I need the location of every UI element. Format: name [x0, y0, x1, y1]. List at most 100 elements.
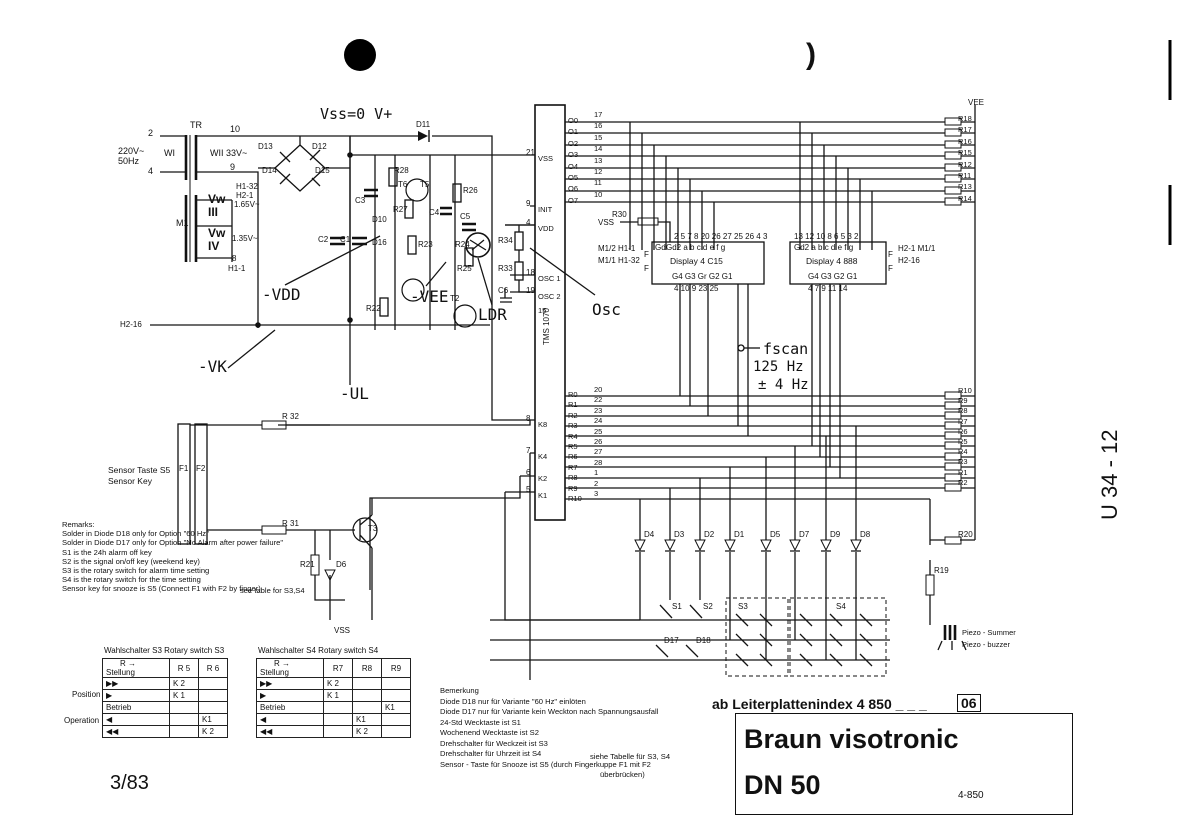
ic-output-r: R6 — [568, 452, 578, 462]
table-row-position: ▶▶ — [102, 677, 170, 690]
ic-output-pin: 25 — [594, 426, 603, 436]
display-bus-lines — [629, 122, 873, 250]
ic-output-r: R2 — [568, 410, 578, 420]
ic-pin-number: 21 — [526, 148, 535, 157]
operation-label: Operation — [64, 716, 100, 725]
diode-label: D1 — [734, 530, 745, 539]
vw-label: Vw — [208, 192, 226, 206]
table-cell: K 1 — [169, 689, 199, 702]
ldr-label: LDR — [478, 305, 507, 324]
ic-output-pin: 20 — [594, 385, 603, 394]
pin-label: 2 — [148, 128, 154, 138]
diode-label: D8 — [860, 530, 871, 539]
buzzer-label-1: Piezo - Summer — [962, 628, 1016, 637]
table-cell: K 1 — [323, 689, 353, 702]
table-row-position: ▶ — [256, 689, 324, 702]
table-header-stellung: R →Stellung — [256, 658, 324, 678]
d16-label: D16 — [372, 238, 387, 247]
osc-label: Osc — [592, 300, 621, 319]
table-column-header: R 5 — [169, 658, 199, 678]
h-label: H1-1 — [228, 264, 246, 273]
bemerkung-line: Sensor - Taste für Snooze ist S5 (durch … — [440, 759, 651, 769]
table-cell — [381, 677, 411, 690]
pin-label: 8 — [232, 254, 237, 263]
table-row-position: ◀◀ — [102, 725, 170, 738]
table-row: ◀◀ K 2 — [256, 725, 411, 738]
rectifier-bridge — [274, 144, 326, 192]
table-row: ◀K1 — [102, 713, 228, 726]
pin-label: 4 — [148, 166, 154, 176]
bemerkung-side-note: siehe Tabelle für S3, S4 — [590, 752, 671, 761]
ul-label: -UL — [340, 384, 369, 403]
table-row-position: ◀ — [256, 713, 324, 726]
ic-output-r: R5 — [568, 442, 578, 451]
table-cell — [352, 677, 382, 690]
table-cell: K 2 — [169, 677, 199, 690]
ic-output-o: O1 — [568, 127, 579, 137]
ic-pin-number: 4 — [526, 218, 531, 227]
row-resistor-label: R6 — [958, 426, 968, 436]
bemerkung-line: Diode D17 nur für Variante kein Weckton … — [440, 707, 659, 716]
voltage-label: 1.35V~ — [232, 234, 258, 243]
segment-resistor-label: R12 — [958, 159, 972, 169]
s2-label: S2 — [703, 602, 713, 611]
c5-label: C5 — [460, 212, 471, 221]
table-row-position: Betrieb — [102, 701, 170, 714]
ic-output-pin: 15 — [594, 132, 603, 142]
ic-output-o: O6 — [568, 184, 579, 194]
table-cell: K 2 — [352, 725, 382, 738]
c6-label: C6 — [498, 286, 509, 295]
diode-label: D7 — [799, 530, 810, 539]
ic-output-r: R1 — [568, 400, 578, 410]
diode-label: D4 — [644, 530, 655, 539]
table-cell — [381, 713, 411, 726]
remark-line: Solder in Diode D17 only for Option "No … — [62, 538, 284, 548]
r33-label: R33 — [498, 264, 513, 273]
c2-label: C2 — [318, 235, 329, 244]
r22-label: R22 — [366, 304, 381, 313]
ic-output-r: R8 — [568, 473, 578, 483]
pin-label: 10 — [230, 124, 241, 134]
table-row: ▶▶K 2 — [256, 677, 411, 690]
row-resistor-label: R5 — [958, 437, 968, 446]
table-cell: K1 — [198, 713, 228, 726]
m-left-2: M1/1 H1-32 — [598, 256, 640, 265]
table-cell — [323, 713, 353, 726]
table-row-position: Betrieb — [256, 701, 324, 714]
table-row: ◀ K1 — [256, 713, 411, 726]
table-column-header: R8 — [352, 658, 382, 678]
row-resistor-label: R8 — [958, 406, 968, 416]
ic-output-pin: 28 — [594, 457, 603, 467]
table-cell: K1 — [352, 713, 382, 726]
table-cell — [352, 689, 382, 702]
fscan-tolerance: ± 4 Hz — [758, 377, 809, 393]
winding-label: WI — [164, 148, 175, 158]
m-right-1: H2-1 M1/1 — [898, 244, 936, 253]
f-label: F — [888, 250, 893, 259]
r28-label: R28 — [394, 166, 409, 175]
r25-label: R25 — [457, 264, 472, 273]
row-resistor-label: R10 — [958, 386, 972, 395]
table-cell — [323, 725, 353, 738]
ic-pin-number: 9 — [526, 199, 531, 208]
display-2-box — [789, 241, 887, 285]
ic-pin-name: K8 — [538, 420, 548, 429]
ic-pin-name: K4 — [538, 452, 548, 461]
display-1-segs: Gd2 a b c d e f g — [666, 243, 726, 252]
ic-output-pin: 11 — [594, 178, 602, 188]
diode-label: D3 — [674, 530, 685, 539]
sensor-label-2: Sensor Key — [108, 476, 152, 486]
remark-line: Sensor key for snooze is S5 (Connect F1 … — [62, 584, 261, 594]
ic-output-pin: 23 — [594, 405, 603, 415]
bemerkung-line: Drehschalter für Weckzeit ist S3 — [440, 738, 548, 748]
sensor-label-1: Sensor Taste S5 — [108, 465, 171, 475]
display-2-bottom: G4 G3 G2 G1 — [808, 272, 858, 281]
diode-label: D9 — [830, 530, 841, 539]
r26-label: R26 — [463, 186, 478, 195]
f1-label: F1 — [179, 464, 189, 473]
table-row-position: ◀◀ — [256, 725, 324, 738]
h-label: H2-1 — [236, 191, 254, 200]
row-resistor-label: R2 — [958, 477, 968, 487]
mains-label-1: 220V~ — [118, 146, 145, 156]
